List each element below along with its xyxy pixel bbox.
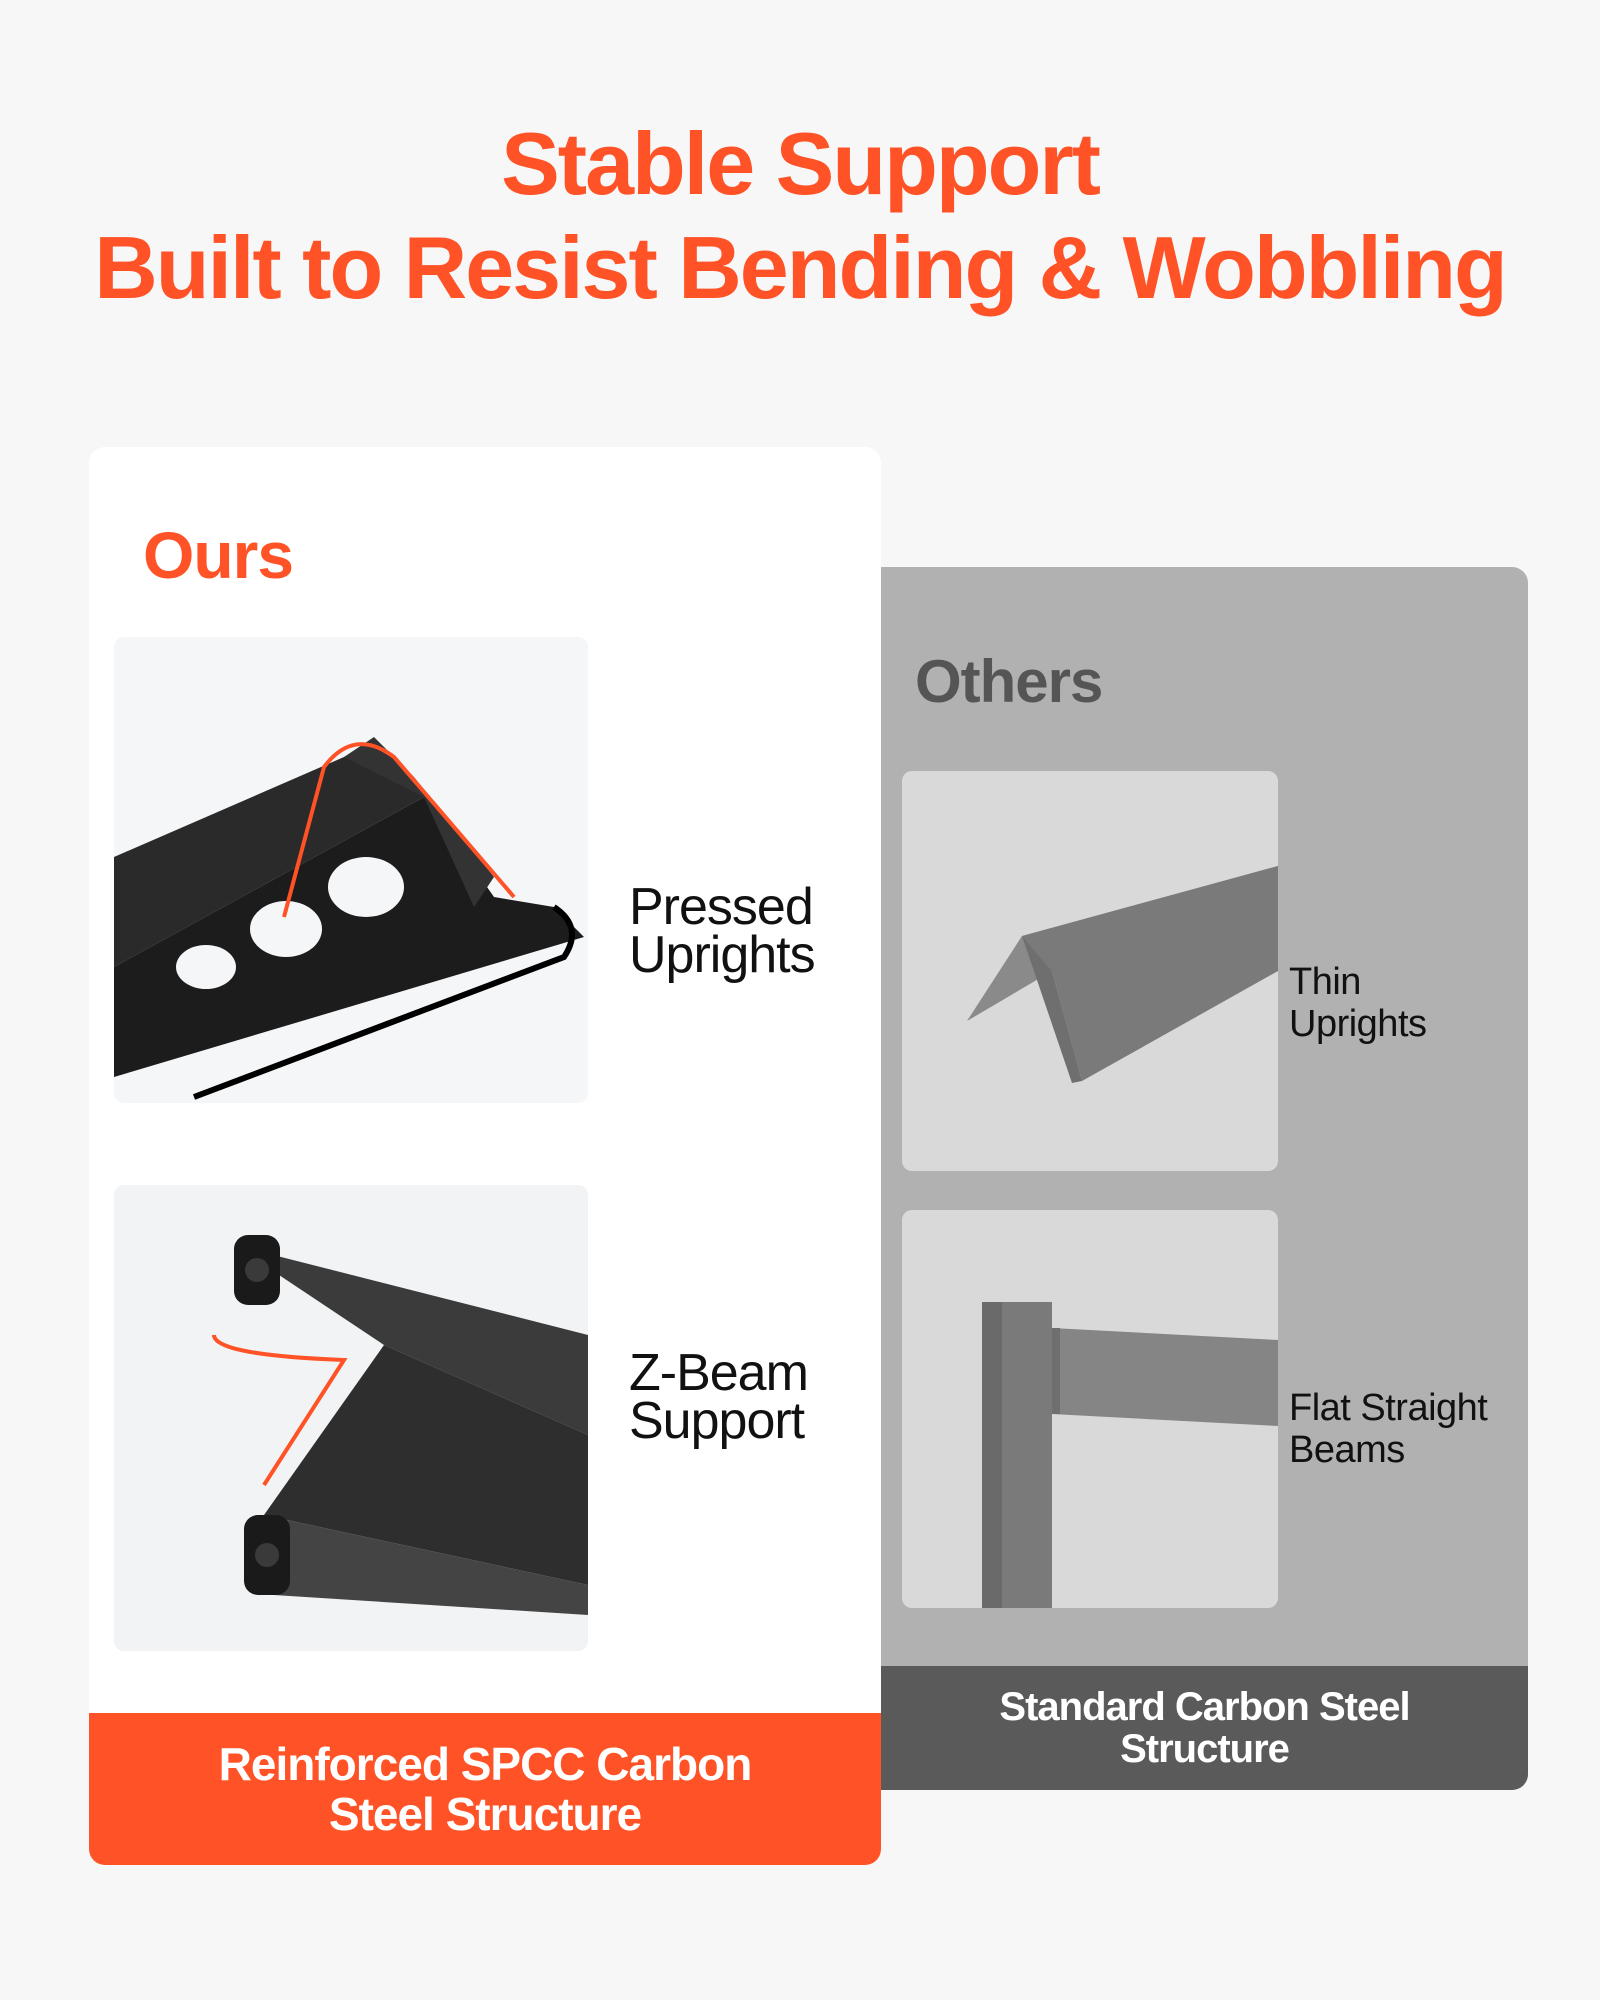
flat-beam-image — [902, 1210, 1278, 1608]
headline-line-2: Built to Resist Bending & Wobbling — [94, 218, 1508, 317]
others-card: Others Thin Uprights Flat Straight Beams… — [881, 567, 1528, 1790]
ours-title: Ours — [143, 518, 294, 592]
ours-card: Ours Pressed Uprights Z-Beam — [89, 447, 881, 1865]
pressed-uprights-label: Pressed Uprights — [629, 878, 816, 984]
others-footer-line-1: Standard Carbon Steel — [999, 1685, 1410, 1729]
others-title: Others — [915, 648, 1103, 715]
pressed-upright-image — [114, 637, 588, 1103]
ours-footer: Reinforced SPCC Carbon Steel Structure — [89, 1713, 881, 1865]
z-beam-image — [114, 1185, 588, 1651]
others-footer-line-2: Structure — [1120, 1727, 1290, 1771]
headline: Stable Support Built to Resist Bending &… — [0, 112, 1600, 320]
thin-upright-image — [902, 771, 1278, 1171]
thin-uprights-label: Thin Uprights — [1289, 961, 1427, 1045]
headline-line-1: Stable Support — [501, 114, 1101, 213]
others-footer: Standard Carbon Steel Structure — [881, 1666, 1528, 1790]
z-beam-support-label: Z-Beam Support — [629, 1344, 809, 1450]
ours-footer-line-2: Steel Structure — [328, 1788, 642, 1840]
ours-footer-line-1: Reinforced SPCC Carbon — [218, 1738, 753, 1790]
flat-straight-beams-label: Flat Straight Beams — [1289, 1387, 1488, 1471]
